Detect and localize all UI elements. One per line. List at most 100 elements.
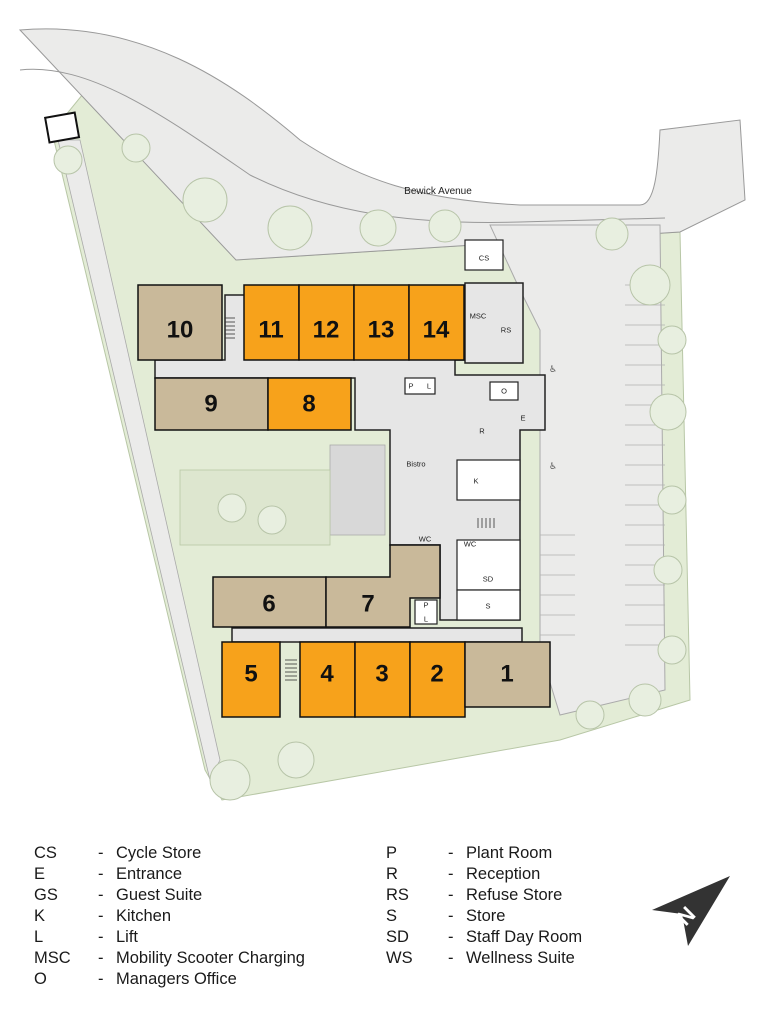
legend-code: GS xyxy=(34,886,58,904)
unit-label-5: 5 xyxy=(244,661,257,688)
legend-row: L-Lift xyxy=(34,927,305,948)
room-label-r: R xyxy=(479,427,485,436)
room-label-k: K xyxy=(473,477,478,486)
legend-row: CS -Cycle Store xyxy=(34,843,305,864)
room-label-l-lower: L xyxy=(424,615,428,624)
legend-code: WS xyxy=(386,949,413,967)
unit-6[interactable] xyxy=(212,576,327,628)
legend-meaning: Kitchen xyxy=(116,907,172,925)
room-label-wc-left: WC xyxy=(419,535,432,544)
unit-label-10: 10 xyxy=(167,317,194,344)
legend-row: MSC -Mobility Scooter Charging xyxy=(34,948,305,969)
unit-label-14: 14 xyxy=(423,317,450,344)
unit-5[interactable] xyxy=(221,641,281,718)
unit-label-9: 9 xyxy=(204,391,217,418)
unit-2[interactable] xyxy=(409,641,466,718)
legend-meaning: Managers Office xyxy=(116,970,237,988)
legend-dash: - xyxy=(98,928,104,946)
legend-code: RS xyxy=(386,886,409,904)
unit-9[interactable] xyxy=(154,377,269,431)
unit-3[interactable] xyxy=(354,641,411,718)
street-label: Bewick Avenue xyxy=(404,186,472,197)
accessible-parking-icon: ♿ xyxy=(549,364,557,374)
legend-code: SD xyxy=(386,928,409,946)
legend-row: R -Reception xyxy=(386,864,582,885)
room-label-p-upper: P xyxy=(408,382,413,391)
unit-label-6: 6 xyxy=(262,591,275,618)
accessible-parking-icon: ♿ xyxy=(549,461,557,471)
legend-meaning: Wellness Suite xyxy=(466,949,575,967)
room-label-sd: SD xyxy=(483,575,494,584)
legend-dash: - xyxy=(98,970,104,988)
legend-meaning: Refuse Store xyxy=(466,886,563,904)
legend-dash: - xyxy=(448,907,454,925)
unit-4[interactable] xyxy=(299,641,356,718)
legend-code: E xyxy=(34,865,46,883)
unit-label-4: 4 xyxy=(320,661,334,688)
unit-7[interactable] xyxy=(325,544,441,628)
room-label-e: E xyxy=(520,414,525,423)
unit-1[interactable] xyxy=(464,641,551,708)
room-label-msc: MSC xyxy=(470,312,487,321)
legend-meaning: Cycle Store xyxy=(116,844,202,862)
unit-label-2: 2 xyxy=(430,661,443,688)
unit-label-3: 3 xyxy=(375,661,388,688)
legend-code: O xyxy=(34,970,47,988)
room-label-cs: CS xyxy=(479,254,489,263)
legend-meaning: Reception xyxy=(466,865,541,883)
unit-13[interactable] xyxy=(353,284,410,361)
legend-code: K xyxy=(34,907,46,925)
gatehouse xyxy=(43,111,81,144)
legend-dash: - xyxy=(448,928,454,946)
west-footpath xyxy=(57,139,221,782)
legend-meaning: Entrance xyxy=(116,865,183,883)
room-label-bistro: Bistro xyxy=(406,460,425,469)
north-arrow-icon: N xyxy=(652,876,730,946)
legend-dash: - xyxy=(448,865,454,883)
unit-11[interactable] xyxy=(243,284,300,361)
legend-row: GS -Guest Suite xyxy=(34,885,305,906)
unit-label-7: 7 xyxy=(361,591,374,618)
legend-meaning: Staff Day Room xyxy=(466,928,583,946)
corridors xyxy=(154,282,546,643)
legend-dash: - xyxy=(98,865,104,883)
courtyard-paving xyxy=(329,444,386,536)
unit-10[interactable] xyxy=(137,284,223,361)
legend-code: S xyxy=(386,907,398,925)
unit-14[interactable] xyxy=(408,284,465,361)
legend-dash: - xyxy=(98,844,104,862)
legend-dash: - xyxy=(448,844,454,862)
legend-row: RS -Refuse Store xyxy=(386,885,582,906)
legend-row: WS -Wellness Suite xyxy=(386,948,582,969)
legend-meaning: Store xyxy=(466,907,506,925)
unit-label-13: 13 xyxy=(368,317,395,344)
legend-code: MSC xyxy=(34,949,71,967)
site-plan: 10 11 12 13 14 9 8 6 7 5 4 3 2 1 CS MSC … xyxy=(18,28,746,801)
legend-dash: - xyxy=(98,907,104,925)
room-label-p-lower: P xyxy=(423,601,428,610)
legend-dash: - xyxy=(98,886,104,904)
legend-row: P-Plant Room xyxy=(386,843,582,864)
unit-label-11: 11 xyxy=(258,317,283,344)
room-label-l-upper: L xyxy=(427,382,431,391)
room-label-rs: RS xyxy=(501,326,511,335)
legend-row: S -Store xyxy=(386,906,582,927)
unit-label-12: 12 xyxy=(313,317,340,344)
legend-dash: - xyxy=(448,949,454,967)
unit-label-1: 1 xyxy=(500,661,513,688)
legend-code: R xyxy=(386,865,398,883)
legend-row: SD -Staff Day Room xyxy=(386,927,582,948)
legend-meaning: Guest Suite xyxy=(116,886,203,904)
room-label-o: O xyxy=(501,387,507,396)
unit-8[interactable] xyxy=(267,377,352,431)
room-label-wc-right: WC xyxy=(464,540,477,549)
legend-row: E -Entrance xyxy=(34,864,305,885)
legend-dash: - xyxy=(98,949,104,967)
legend-row: O -Managers Office xyxy=(34,969,305,990)
legend-meaning: Mobility Scooter Charging xyxy=(116,949,305,967)
legend-meaning: Lift xyxy=(116,928,139,946)
legend-code: CS xyxy=(34,844,57,862)
legend-dash: - xyxy=(448,886,454,904)
